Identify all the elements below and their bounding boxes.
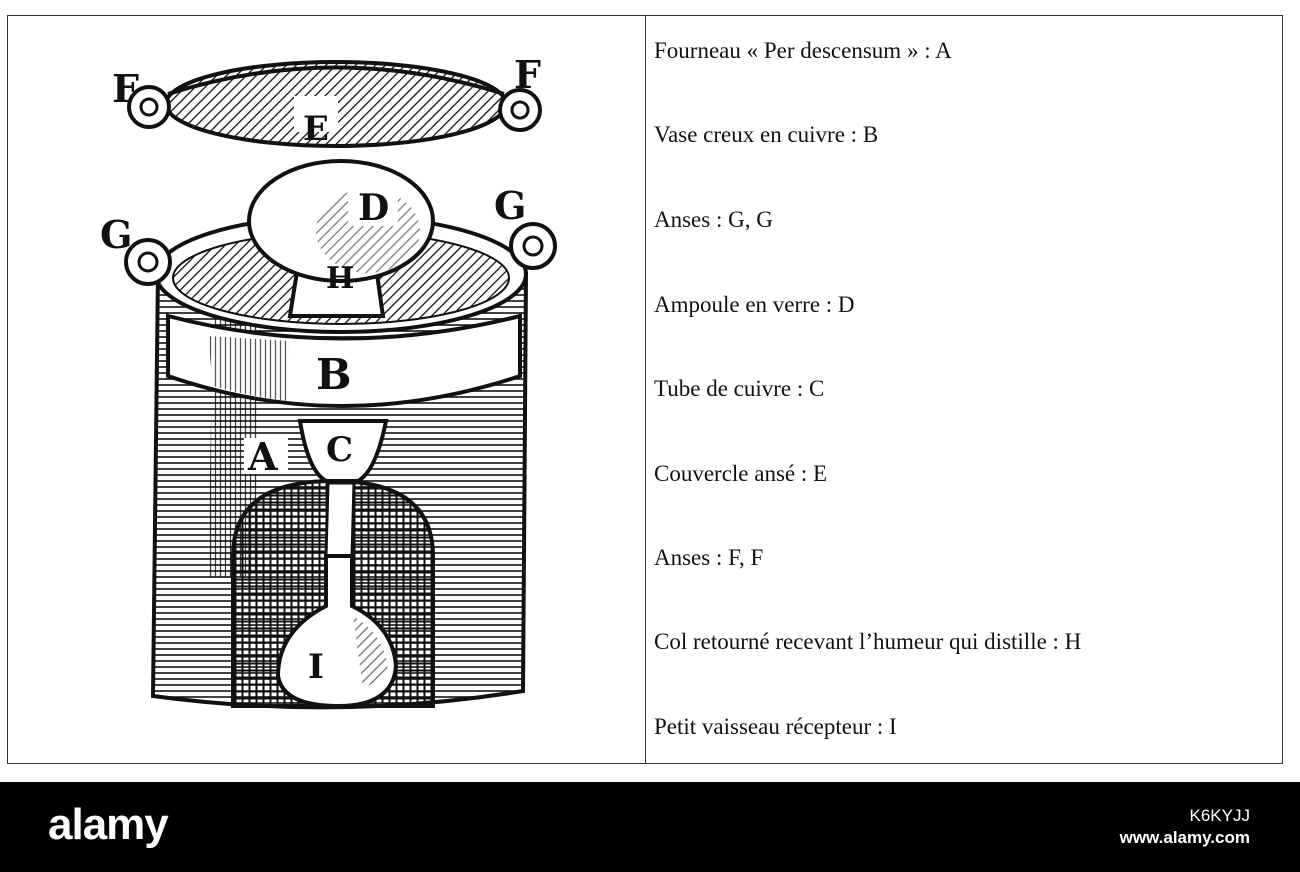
site-url: www.alamy.com	[1119, 828, 1250, 847]
handle-g-right	[509, 222, 557, 270]
label-g-left: G	[100, 212, 132, 257]
label-f-right: F	[514, 52, 541, 97]
figure-table: F F E D G G H B C A I Fourneau « Per des…	[7, 15, 1283, 764]
furnace-drawing: F F E D G G H B C A I	[100, 52, 557, 710]
label-c: C	[326, 430, 353, 470]
glass-flask-d	[247, 159, 435, 318]
copper-tube-c	[297, 419, 389, 558]
column-divider	[645, 16, 646, 763]
legend-item-a: Fourneau « Per descensum » : A	[654, 38, 952, 63]
brand-logo: alamy	[48, 800, 169, 849]
legend-item-c: Tube de cuivre : C	[654, 376, 825, 401]
legend-item-e: Couvercle ansé : E	[654, 461, 828, 486]
legend-item-d: Ampoule en verre : D	[654, 292, 855, 317]
label-g-right: G	[494, 183, 526, 228]
watermark-footer: alamy K6KYJJ www.alamy.com	[0, 782, 1300, 872]
label-e: E	[303, 109, 329, 149]
label-d: D	[358, 187, 389, 229]
legend-item-f: Anses : F, F	[654, 545, 764, 570]
legend-item-g: Anses : G, G	[654, 207, 773, 232]
receiver-flask-i	[275, 554, 399, 709]
furnace-illustration: F F E D G G H B C A I	[8, 16, 645, 762]
label-i: I	[308, 647, 324, 687]
image-code: K6KYJJ	[1189, 806, 1250, 825]
copper-vessel-b	[166, 313, 522, 408]
label-f-left: F	[112, 66, 139, 111]
legend-item-h: Col retourné recevant l’humeur qui disti…	[654, 629, 1082, 654]
legend-item-i: Petit vaisseau récepteur : I	[654, 714, 897, 739]
lid-e	[164, 60, 508, 148]
legend-list: Fourneau « Per descensum » : A Vase creu…	[654, 16, 1282, 763]
label-b: B	[316, 350, 352, 399]
label-a: A	[247, 434, 278, 479]
handle-f-left	[127, 85, 171, 129]
legend-item-b: Vase creux en cuivre : B	[654, 122, 879, 147]
label-h: H	[326, 261, 354, 296]
handle-g-left	[124, 238, 172, 286]
handle-f-right	[498, 88, 542, 132]
